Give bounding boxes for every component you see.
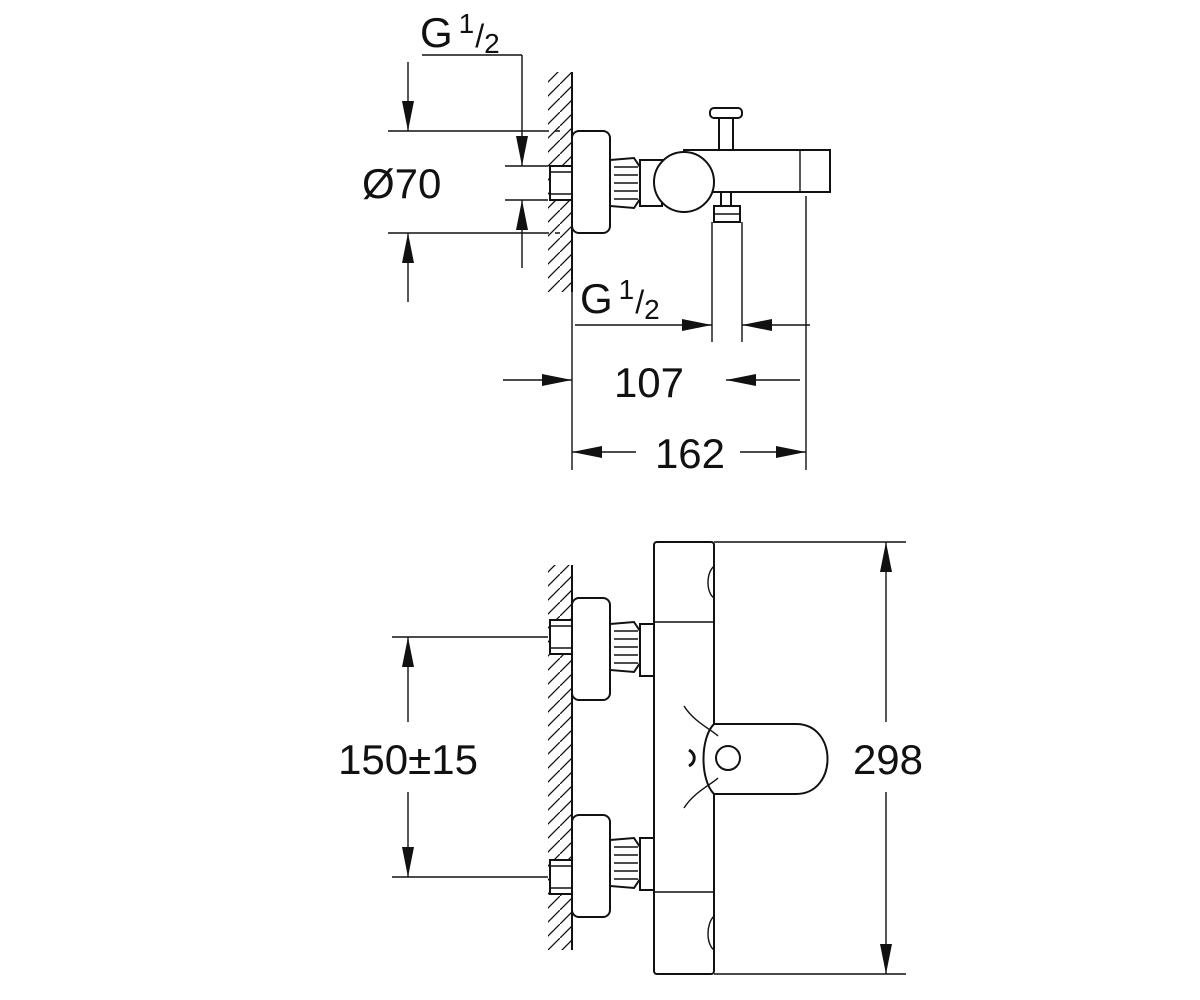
hex-nut-top bbox=[609, 156, 641, 210]
label-centre-distance: 150±15 bbox=[338, 736, 478, 783]
thermostat-body bbox=[653, 541, 715, 975]
escutcheon-top bbox=[571, 130, 611, 234]
label-projection-total: 162 bbox=[655, 430, 725, 477]
label-projection-outlet: 107 bbox=[614, 359, 684, 406]
front-view: 150±15 298 bbox=[338, 541, 923, 975]
label-diameter: Ø70 bbox=[362, 160, 441, 207]
dim-outlet-thread-lines bbox=[575, 319, 810, 331]
dim-diameter-arrows bbox=[402, 62, 414, 302]
dim-inlet-thread-lines bbox=[422, 54, 528, 268]
mixer-body-circle bbox=[653, 151, 715, 213]
dim-107-lines bbox=[503, 374, 800, 386]
lever-handle bbox=[683, 705, 829, 809]
dim-centre-distance-lines bbox=[392, 636, 548, 878]
hose-connector-top bbox=[713, 191, 741, 223]
upper-inlet-assembly bbox=[549, 597, 670, 701]
diverter-knob-top bbox=[709, 107, 743, 151]
label-height: 298 bbox=[853, 736, 923, 783]
dim-162-lines bbox=[572, 446, 806, 458]
dim-height-lines bbox=[714, 541, 906, 975]
inlet-fitting-top bbox=[549, 165, 573, 201]
